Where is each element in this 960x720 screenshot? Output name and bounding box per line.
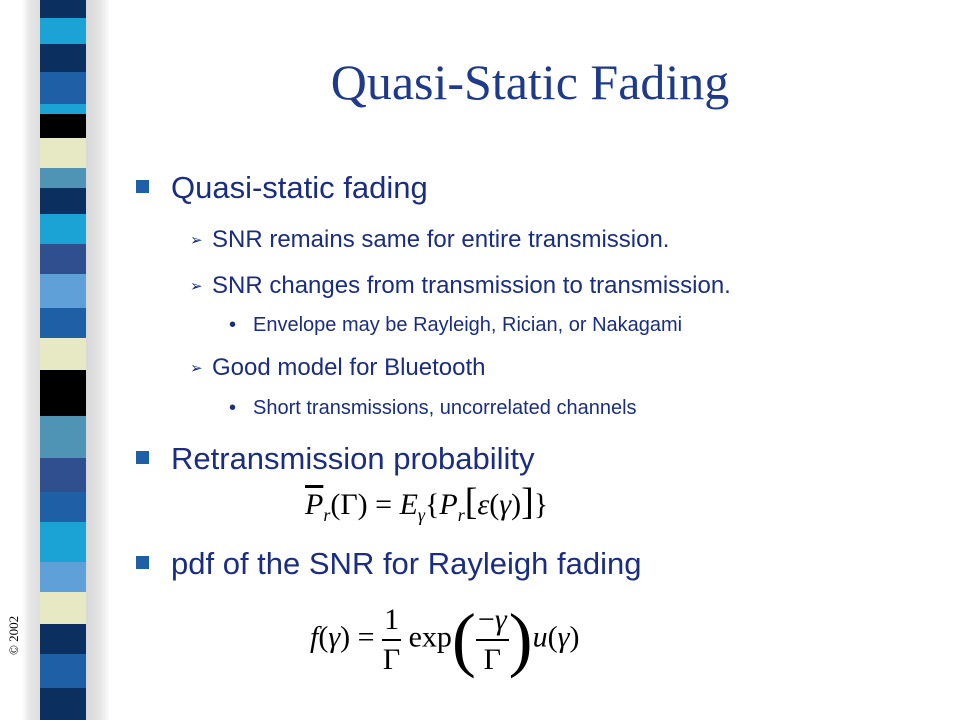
side-color-blocks [40, 0, 86, 720]
arrow-bullet-icon: ➢ [190, 360, 203, 377]
sub-bullet-text: Good model for Bluetooth [212, 354, 486, 381]
sub-bullet-snr-same: ➢ SNR remains same for entire transmissio… [190, 226, 669, 254]
side-color-block [40, 592, 86, 624]
sub-sub-bullet-short-transmissions: • Short transmissions, uncorrelated chann… [229, 397, 637, 420]
side-color-block [40, 72, 86, 104]
side-color-block [40, 458, 86, 492]
sub-sub-bullet-text: Short transmissions, uncorrelated channe… [253, 397, 637, 419]
side-color-block [40, 274, 86, 308]
dot-bullet-icon: • [229, 397, 237, 419]
side-color-block [40, 308, 86, 338]
square-bullet-icon [136, 556, 149, 570]
copyright-notice: © 2002 [6, 615, 21, 655]
square-bullet-icon [136, 180, 149, 194]
side-color-block [40, 214, 86, 244]
side-color-block [40, 168, 86, 188]
side-color-block [40, 688, 86, 720]
side-color-block [40, 114, 86, 138]
arrow-bullet-icon: ➢ [190, 278, 203, 295]
side-color-block [40, 416, 86, 458]
sub-bullet-text: SNR changes from transmission to transmi… [212, 272, 731, 299]
side-color-block [40, 138, 86, 168]
side-color-block [40, 18, 86, 44]
bullet-text: Retransmission probability [171, 441, 535, 476]
retransmission-equation: Pr(Γ) = Eγ{Pr[ε(γ)]} [305, 481, 549, 525]
bullet-retransmission-probability: Retransmission probability [136, 441, 535, 477]
side-color-block [40, 244, 86, 274]
side-color-block [40, 624, 86, 654]
side-color-block [40, 188, 86, 214]
side-color-block [40, 104, 86, 114]
bullet-text: Quasi-static fading [171, 170, 428, 205]
side-color-block [40, 562, 86, 592]
side-color-block [40, 522, 86, 562]
sub-bullet-snr-changes: ➢ SNR changes from transmission to transm… [190, 272, 731, 300]
side-color-block [40, 0, 86, 18]
sub-sub-bullet-envelope: • Envelope may be Rayleigh, Rician, or Na… [229, 314, 682, 337]
dot-bullet-icon: • [229, 314, 237, 336]
side-color-block [40, 492, 86, 522]
sub-sub-bullet-text: Envelope may be Rayleigh, Rician, or Nak… [253, 314, 683, 336]
sub-bullet-bluetooth: ➢ Good model for Bluetooth [190, 354, 486, 382]
side-color-block [40, 338, 86, 370]
side-color-block [40, 370, 86, 416]
slide-title: Quasi-Static Fading [330, 54, 730, 110]
bullet-pdf-snr-rayleigh: pdf of the SNR for Rayleigh fading [136, 546, 641, 582]
square-bullet-icon [136, 451, 149, 465]
bullet-quasi-static-fading: Quasi-static fading [136, 170, 428, 206]
arrow-bullet-icon: ➢ [190, 232, 203, 249]
side-color-block [40, 44, 86, 72]
side-color-block [40, 654, 86, 688]
bullet-text: pdf of the SNR for Rayleigh fading [171, 546, 642, 581]
sub-bullet-text: SNR remains same for entire transmission… [212, 226, 670, 253]
